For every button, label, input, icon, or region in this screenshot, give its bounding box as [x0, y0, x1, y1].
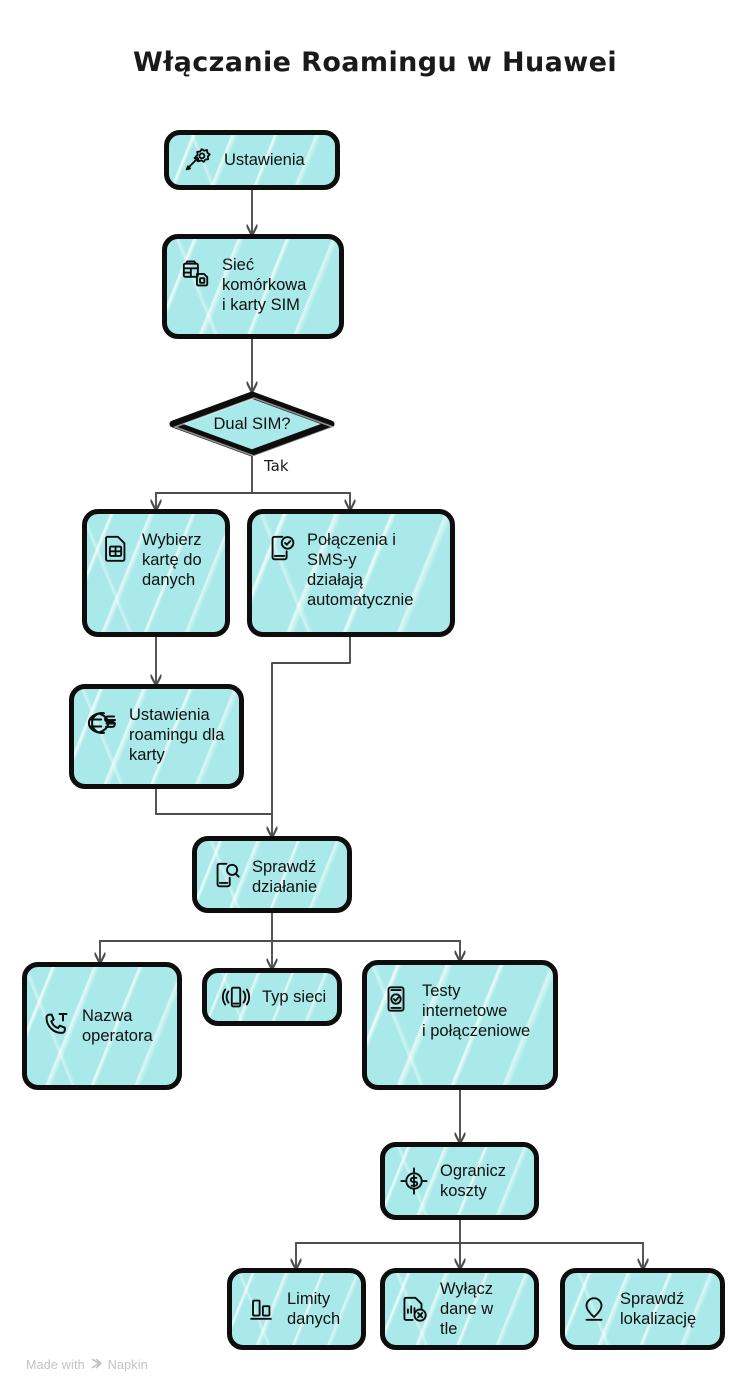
location-pin-icon — [577, 1292, 611, 1326]
node-ustawienia[interactable]: Ustawienia — [164, 130, 340, 190]
footer-credit: Made with Napkin — [26, 1357, 148, 1373]
node-label: Ogranicz koszty — [440, 1162, 507, 1200]
node-sprawdz-lokalizacje[interactable]: Sprawdź lokalizację — [560, 1268, 725, 1350]
edge-label-tak: Tak — [264, 457, 289, 475]
node-label: Typ sieci — [262, 988, 327, 1006]
node-label: Nazwa operatora — [82, 1007, 153, 1045]
node-label: Wybierz kartę do danych — [142, 531, 202, 589]
node-wybierz-karte[interactable]: Wybierz kartę do danych — [82, 509, 230, 637]
node-label: Testy internetowe i połączeniowe — [422, 982, 531, 1040]
node-label: Sieć komórkowa i karty SIM — [222, 256, 307, 314]
node-label: Ustawienia — [224, 151, 305, 169]
phone-check-icon — [264, 531, 298, 565]
node-ogranicz-koszty[interactable]: Ogranicz koszty — [380, 1142, 539, 1220]
node-sprawdz-dzialanie[interactable]: Sprawdź działanie — [192, 836, 352, 913]
node-wylacz-dane[interactable]: Wyłącz dane w tle — [380, 1268, 539, 1350]
data-disabled-icon — [397, 1292, 431, 1326]
footer-prefix: Made with — [26, 1358, 85, 1372]
phone-search-icon — [209, 858, 243, 892]
node-typ-sieci[interactable]: Typ sieci — [202, 968, 342, 1026]
phone-telecom-icon — [39, 1009, 73, 1043]
node-limity-danych[interactable]: Limity danych — [227, 1268, 366, 1350]
phone-signal-icon — [219, 980, 253, 1014]
napkin-chevrons-icon — [90, 1357, 103, 1373]
diamond-shape — [169, 391, 335, 457]
node-label: Dual SIM? — [213, 414, 291, 433]
globe-currency-icon — [86, 706, 120, 740]
node-testy-internetowe[interactable]: Testy internetowe i połączeniowe — [362, 960, 558, 1090]
magic-wand-gear-icon — [181, 143, 215, 177]
phone-verified-icon — [379, 982, 413, 1016]
node-siec-komorkowa[interactable]: Sieć komórkowa i karty SIM — [162, 234, 344, 339]
node-nazwa-operatora[interactable]: Nazwa operatora — [22, 962, 182, 1090]
node-ustawienia-roamingu[interactable]: Ustawienia roamingu dla karty — [69, 684, 244, 789]
node-label: Wyłącz dane w tle — [440, 1280, 494, 1338]
node-label: Limity danych — [287, 1290, 341, 1328]
page-title: Włączanie Roamingu w Huawei — [133, 47, 617, 78]
node-label: Połączenia i SMS-y działają automatyczni… — [307, 531, 414, 609]
node-dual-sim[interactable]: Dual SIM? — [169, 391, 335, 457]
node-label: Sprawdź lokalizację — [620, 1290, 697, 1328]
dollar-target-icon — [397, 1164, 431, 1198]
footer-brand: Napkin — [107, 1358, 148, 1372]
node-label: Ustawienia roamingu dla karty — [129, 706, 225, 764]
cell-network-sim-icon — [179, 256, 213, 290]
node-polaczenia-sms[interactable]: Połączenia i SMS-y działają automatyczni… — [247, 509, 455, 637]
node-label: Sprawdź działanie — [252, 858, 318, 896]
bar-chart-icon — [244, 1292, 278, 1326]
sim-card-icon — [99, 531, 133, 565]
